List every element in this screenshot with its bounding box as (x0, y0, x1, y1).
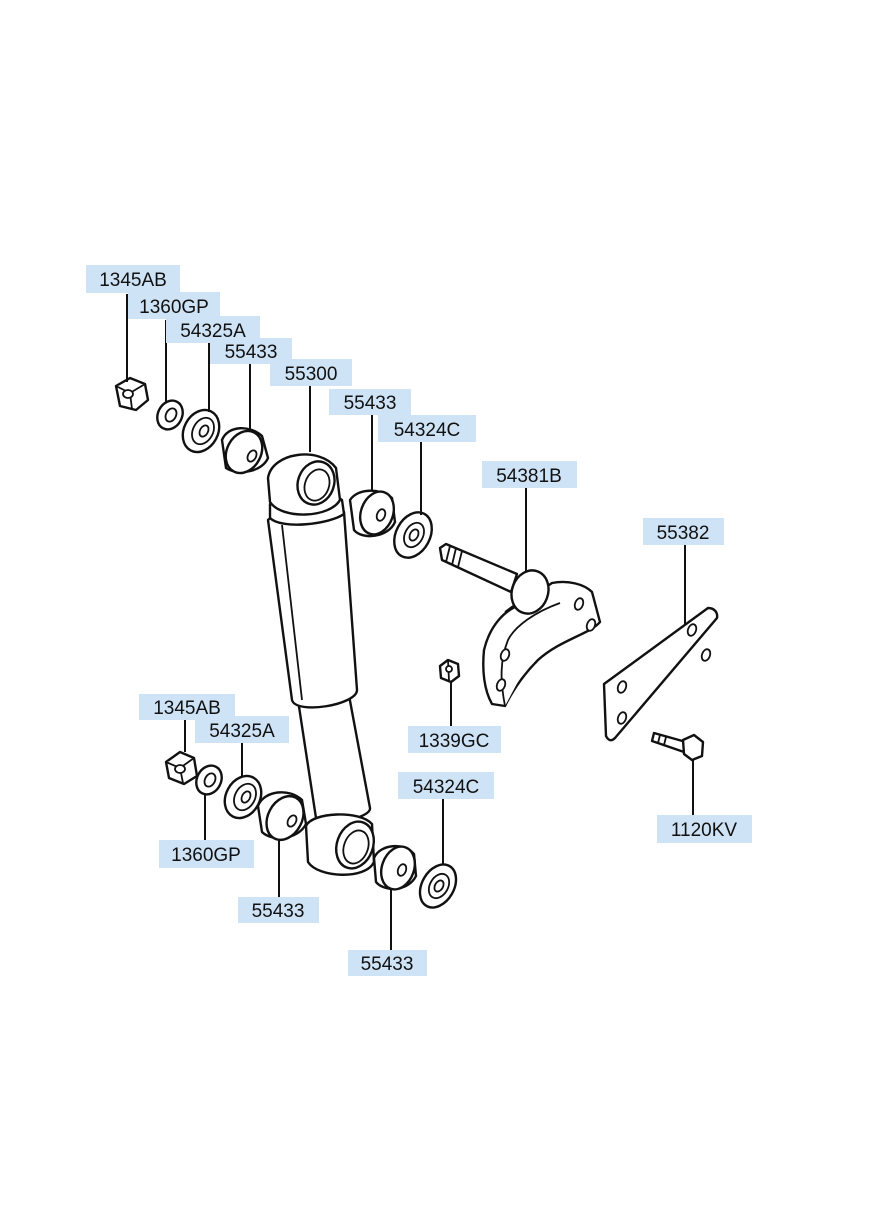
top-bushing-55433-left-part (220, 427, 270, 475)
svg-text:55433: 55433 (344, 393, 397, 414)
shock-absorber-55300-part (266, 453, 376, 876)
bottom-bushing-55433-left-part (256, 791, 308, 842)
nut-1339GC-part (438, 658, 461, 684)
label-1345AB-top[interactable]: 1345AB (86, 265, 180, 293)
bracket-54381B-part (438, 542, 602, 708)
label-55300[interactable]: 55300 (270, 359, 352, 386)
svg-text:55433: 55433 (225, 342, 278, 363)
label-55382[interactable]: 55382 (643, 518, 724, 545)
svg-text:54324C: 54324C (394, 420, 461, 441)
label-1339GC[interactable]: 1339GC (408, 726, 501, 753)
svg-text:1360GP: 1360GP (139, 297, 209, 318)
svg-text:1360GP: 1360GP (171, 845, 241, 866)
svg-text:54324C: 54324C (413, 777, 480, 798)
svg-text:55433: 55433 (361, 954, 414, 975)
svg-text:54325A: 54325A (180, 321, 246, 342)
top-retainer-54325A-part (181, 408, 221, 454)
label-1360GP-top[interactable]: 1360GP (128, 292, 220, 319)
svg-text:1339GC: 1339GC (419, 731, 490, 752)
label-1360GP-bottom[interactable]: 1360GP (159, 840, 254, 868)
bottom-retainer-54325A-part (223, 774, 263, 820)
label-1120KV[interactable]: 1120KV (657, 815, 752, 843)
label-1345AB-bottom[interactable]: 1345AB (139, 694, 235, 720)
part-labels: 1345AB 1360GP 54325A 55433 55300 55433 5… (86, 265, 752, 976)
bottom-nut-1345AB-part (164, 750, 199, 786)
label-54324C-top[interactable]: 54324C (378, 415, 476, 442)
bottom-washer-54324C-part (418, 863, 458, 909)
svg-text:54325A: 54325A (209, 721, 275, 742)
svg-text:54381B: 54381B (496, 466, 562, 487)
svg-text:55433: 55433 (252, 901, 305, 922)
plate-55382-part (602, 606, 719, 742)
label-55433-bottom-b[interactable]: 55433 (348, 950, 427, 976)
bottom-bushing-55433-right-part (372, 845, 418, 891)
svg-text:1345AB: 1345AB (99, 270, 167, 291)
top-bushing-55433-right-part (348, 489, 397, 538)
label-54381B[interactable]: 54381B (482, 461, 577, 488)
label-55433-top-b[interactable]: 55433 (329, 389, 411, 415)
svg-text:55300: 55300 (285, 364, 338, 385)
svg-text:55382: 55382 (657, 523, 710, 544)
top-washer-1360GP-part (156, 399, 184, 431)
svg-text:1345AB: 1345AB (153, 698, 221, 719)
svg-text:1120KV: 1120KV (671, 820, 738, 841)
label-55433-bottom-a[interactable]: 55433 (238, 897, 319, 923)
top-washer-54324C-part (393, 511, 433, 559)
bottom-washer-1360GP-part (195, 764, 223, 796)
label-54325A-bottom[interactable]: 54325A (195, 716, 289, 743)
label-54324C-bottom[interactable]: 54324C (398, 772, 494, 799)
top-nut-1345AB-part (114, 376, 150, 412)
bolt-1120KV-part (650, 731, 705, 762)
